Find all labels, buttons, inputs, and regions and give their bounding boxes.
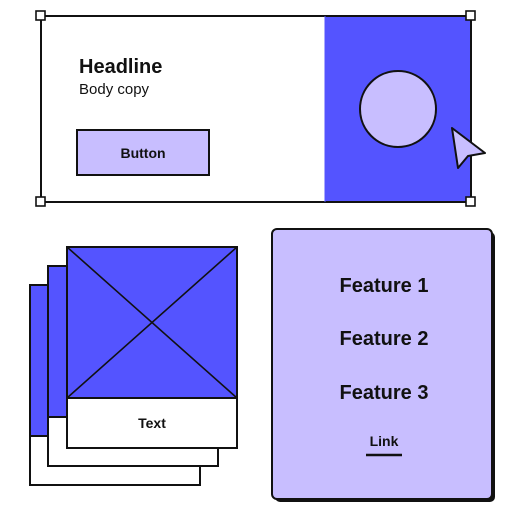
- hero-button[interactable]: Button: [76, 129, 210, 176]
- image-placeholder-icon: [66, 246, 238, 399]
- hero-card[interactable]: Headline Body copy Button: [35, 10, 486, 207]
- selection-handle-icon[interactable]: [465, 196, 476, 207]
- selection-handle-icon[interactable]: [35, 196, 46, 207]
- feature-link-label: Link: [370, 433, 399, 449]
- cursor-arrow-icon: [451, 127, 486, 169]
- hero-headline: Headline: [79, 56, 162, 78]
- hero-button-shape: [76, 129, 210, 176]
- feature-link[interactable]: Link: [366, 433, 402, 457]
- hero-body-copy: Body copy: [79, 81, 150, 98]
- feature-item-3: Feature 3: [340, 382, 429, 404]
- image-card-front[interactable]: Text: [66, 246, 238, 449]
- hero-button-label: Button: [120, 145, 165, 161]
- selection-handle-icon[interactable]: [465, 10, 476, 21]
- circle-shape-icon: [359, 70, 437, 148]
- image-card-caption: Text: [138, 415, 166, 431]
- selection-handle-icon[interactable]: [35, 10, 46, 21]
- feature-item-1: Feature 1: [340, 275, 429, 297]
- feature-item-2: Feature 2: [340, 328, 429, 350]
- feature-card: Feature 1 Feature 2 Feature 3 Link: [271, 228, 495, 502]
- image-card-stack[interactable]: Text: [29, 246, 238, 486]
- feature-card-panel: [271, 228, 493, 500]
